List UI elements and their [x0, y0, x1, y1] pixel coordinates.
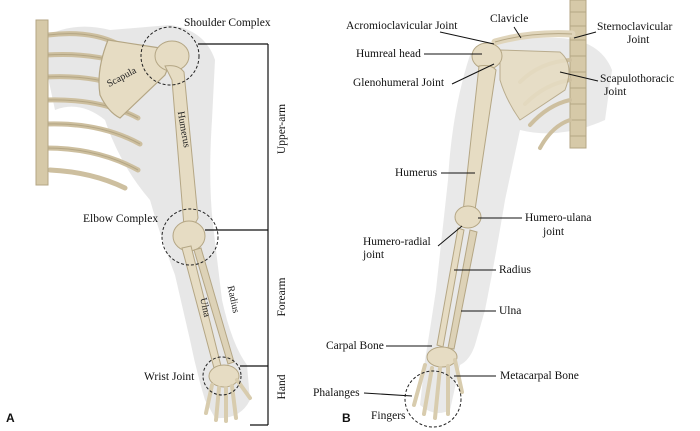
- humero-radial-joint-label-line2: joint: [363, 249, 385, 261]
- segment-bracket: [198, 43, 269, 426]
- carpal-bone-label: Carpal Bone: [326, 340, 384, 352]
- wrist-joint-label: Wrist Joint: [144, 371, 195, 383]
- humerus-b-label: Humerus: [395, 167, 438, 179]
- elbow-complex-label: Elbow Complex: [83, 213, 159, 225]
- radius-b-label: Radius: [499, 264, 531, 276]
- humero-ulnar-joint-label-line1: Humero-ulana: [525, 212, 592, 224]
- shoulder-complex-circle: [140, 26, 200, 86]
- acromioclavicular-joint-label: Acromioclavicular Joint: [346, 20, 458, 32]
- phalanges-label: Phalanges: [313, 387, 360, 399]
- elbow-complex-circle: [161, 208, 219, 266]
- fingers-label: Fingers: [371, 410, 406, 422]
- hand-label: Hand: [276, 374, 288, 400]
- scapulothoracic-joint-label-line2: Joint: [604, 86, 627, 98]
- clavicle-label: Clavicle: [490, 13, 529, 25]
- sternoclavicular-joint-label-line1: Sternoclavicular: [597, 21, 673, 33]
- upper-arm-label: Upper-arm: [276, 103, 288, 155]
- metacarpal-bone-label: Metacarpal Bone: [500, 370, 579, 382]
- scapulothoracic-joint-label-line1: Scapulothoracic: [600, 73, 675, 85]
- fingers-circle: [404, 370, 462, 428]
- shoulder-complex-label: Shoulder Complex: [184, 17, 271, 29]
- ulna-b-label: Ulna: [499, 305, 522, 317]
- humero-ulnar-joint-label-line2: joint: [543, 226, 565, 238]
- glenohumeral-joint-label: Glenohumeral Joint: [353, 77, 445, 89]
- humeral-head-label: Humreal head: [356, 48, 421, 60]
- panel-a-letter: A: [6, 411, 15, 425]
- sternoclavicular-joint-label-line2: Joint: [627, 34, 650, 46]
- wrist-joint-circle: [202, 356, 242, 396]
- panel-b-letter: B: [342, 411, 351, 425]
- forearm-label: Forearm: [276, 277, 288, 317]
- humero-radial-joint-label-line1: Humero-radial: [363, 236, 431, 248]
